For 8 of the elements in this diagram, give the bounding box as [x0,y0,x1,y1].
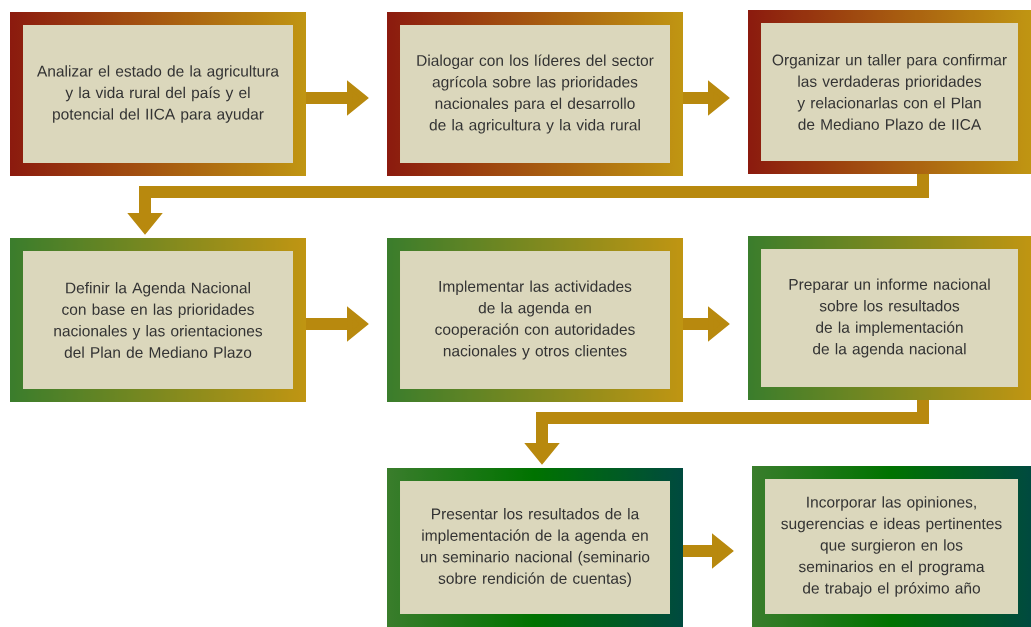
process-box: Incorporar las opiniones, sugerencias e ideas pertinentes que surgieron en los seminarios en el programa de trabajo el próximo año [765,479,1018,614]
process-box: Dialogar con los líderes del sector agrícola sobre las prioridades nacionales para el desarrollo de la agricultura y la vida rural [400,25,670,163]
process-box: Presentar los resultados de la implementación de la agenda en un seminario nacional (seminario sobre rendición de cuentas) [400,481,670,614]
process-box: Definir la Agenda Nacional con base en las prioridades nacionales y las orientaciones del Plan de Mediano Plazo [23,251,293,389]
process-box: Preparar un informe nacional sobre los resultados de la implementación de la agenda nacional [761,249,1018,387]
process-box: Organizar un taller para confirmar las verdaderas prioridades y relacionarlas con el Plan de Mediano Plazo de IICA [761,23,1018,161]
process-box: Analizar el estado de la agricultura y la vida rural del país y el potencial del IICA para ayudar [23,25,293,163]
process-box: Implementar las actividades de la agenda en cooperación con autoridades nacionales y otros clientes [400,251,670,389]
